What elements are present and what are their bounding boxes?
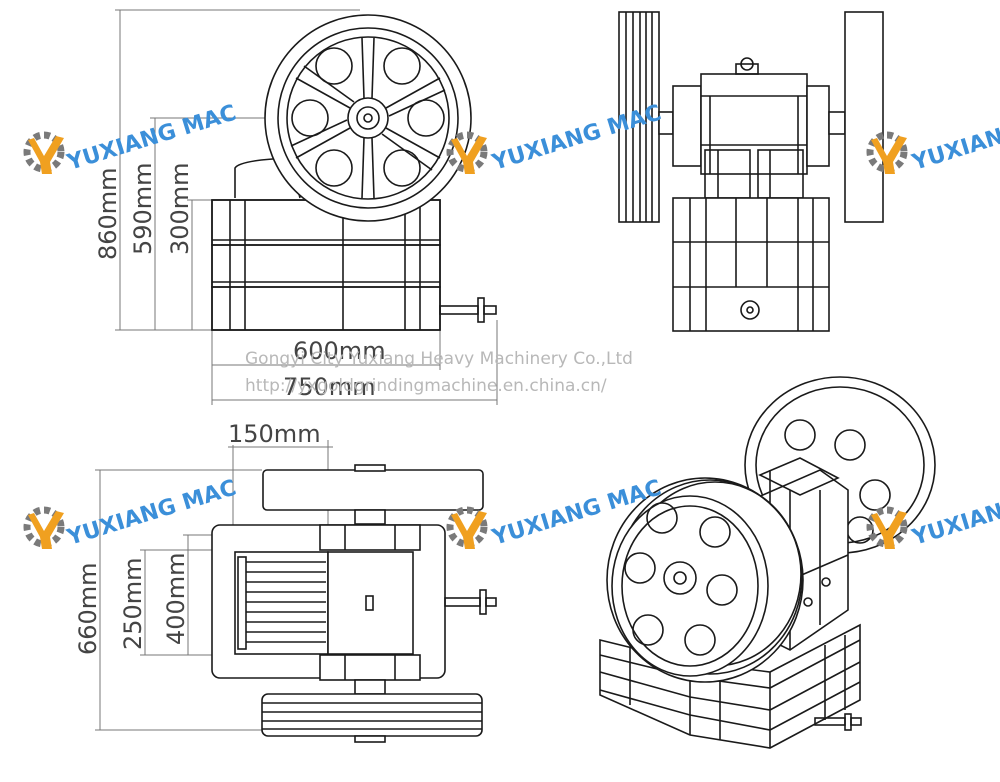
watermark-logos: [23, 131, 908, 549]
watermark-url: http://yxgoldgrindingmachine.en.china.cn…: [245, 376, 607, 396]
gear-logo-icon: [446, 131, 488, 174]
front-view: 860mm 590mm 300mm 600mm 750mm: [94, 9, 498, 405]
front-dimension-lines: [115, 9, 498, 405]
dim-600-label: 600mm: [293, 337, 386, 365]
gear-logo-icon: [23, 131, 65, 174]
dim-150-label: 150mm: [228, 420, 321, 448]
side-flywheel: [844, 11, 884, 223]
top-body: [211, 524, 497, 681]
side-view: [618, 11, 884, 332]
side-pulley: [618, 11, 660, 223]
watermark-company: Gongyi City Yuxiang Heavy Machinery Co.,…: [245, 349, 633, 369]
watermark-brand: YUXIANG MAC: [908, 101, 1000, 176]
side-body: [672, 57, 830, 332]
dim-590-label: 590mm: [129, 162, 157, 255]
top-flywheel: [262, 464, 484, 525]
gear-logo-icon: [866, 131, 908, 174]
gear-logo-icon: [866, 506, 908, 549]
dim-300-label: 300mm: [166, 162, 194, 255]
dim-250-label: 250mm: [119, 557, 147, 650]
front-flywheel: [264, 14, 472, 222]
dim-860-label: 860mm: [94, 167, 122, 260]
dim-660-label: 660mm: [74, 562, 102, 655]
top-pulley: [261, 679, 483, 743]
isometric-view: [599, 376, 936, 749]
gear-logo-icon: [23, 506, 65, 549]
top-view: 150mm 660mm 250mm 400mm: [74, 420, 497, 743]
iso-front-pulley: [606, 477, 804, 683]
dim-400-label: 400mm: [162, 552, 190, 645]
dim-750-label: 750mm: [283, 373, 376, 401]
gear-logo-icon: [446, 506, 488, 549]
